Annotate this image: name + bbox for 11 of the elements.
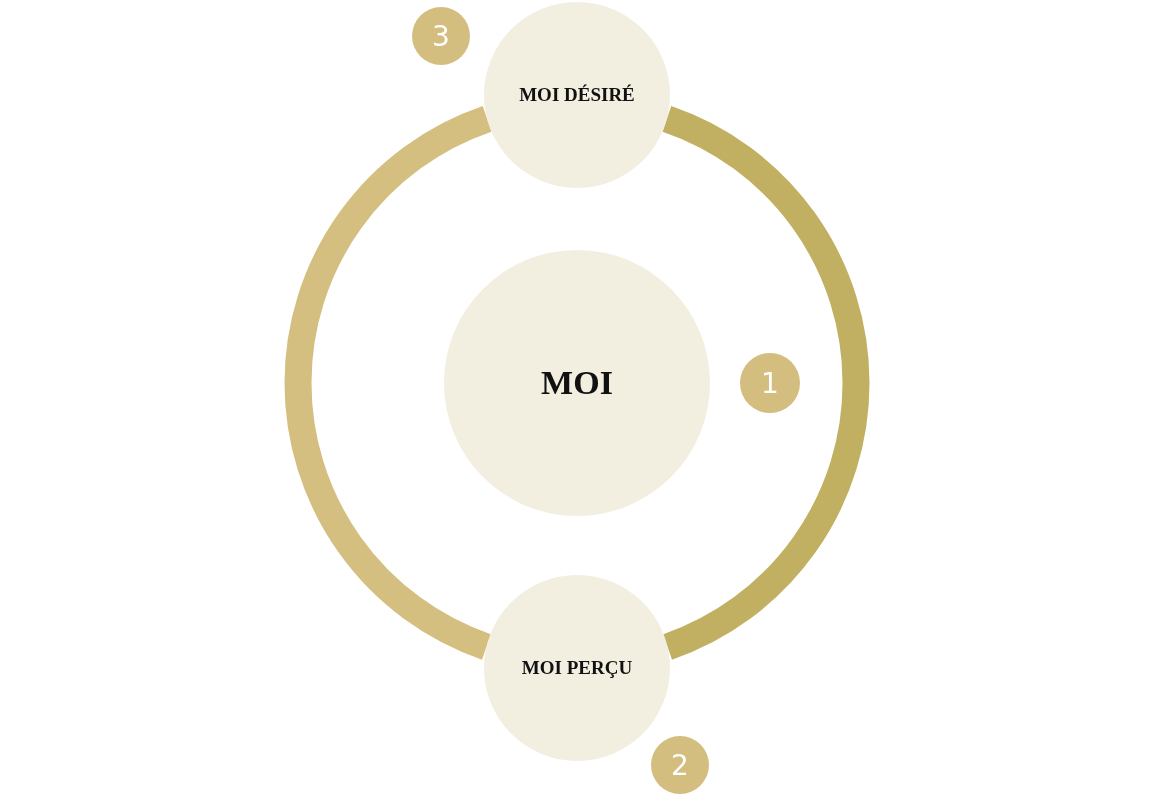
circle-label: MOI PERÇU bbox=[521, 657, 633, 679]
number-badge bbox=[651, 736, 709, 794]
number-badge bbox=[740, 353, 800, 413]
ring-arc bbox=[284, 106, 493, 660]
circle-label: MOI bbox=[541, 364, 613, 402]
circle-label: MOI DÉSIRÉ bbox=[519, 84, 635, 106]
badge-number: 3 bbox=[432, 19, 450, 53]
number-badge bbox=[412, 7, 470, 65]
badge-number: 1 bbox=[761, 366, 779, 400]
ring-arc bbox=[661, 106, 870, 660]
badge-number: 2 bbox=[671, 748, 689, 782]
